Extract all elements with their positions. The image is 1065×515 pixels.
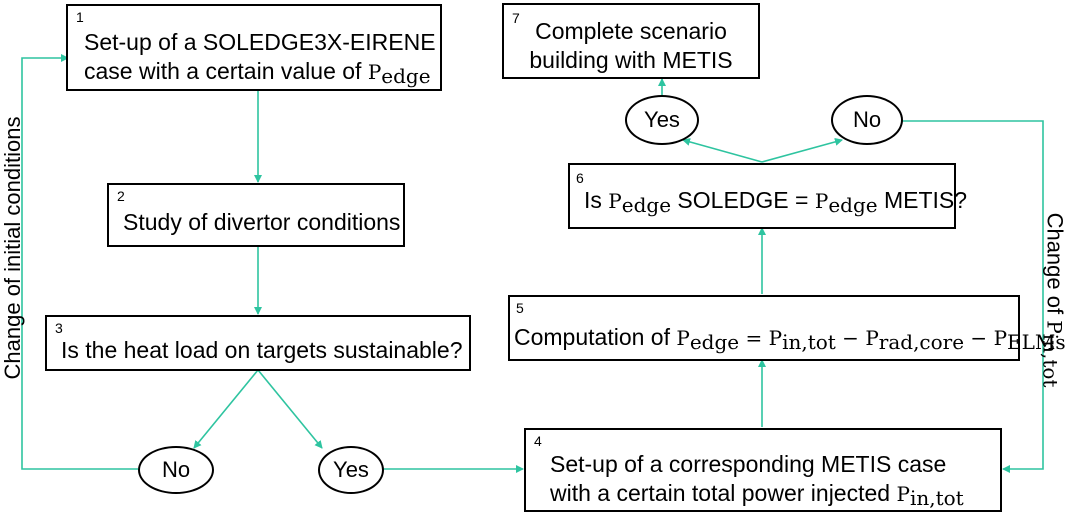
box-3-text: Is the heat load on targets sustainable? <box>61 337 463 363</box>
box-heat-load-question: 3 Is the heat load on targets sustainabl… <box>45 315 471 371</box>
equals-sign: = <box>739 326 769 350</box>
box-4-line-1: Set-up of a corresponding METIS case <box>550 451 947 477</box>
box-7-line-2: building with METIS <box>529 47 733 73</box>
loop-no-to-4 <box>901 120 1044 473</box>
box-1-line-1: Set-up of a SOLEDGE3X-EIRENE <box>84 29 436 55</box>
minus-sign: − <box>835 326 866 350</box>
step-number: 3 <box>55 320 63 336</box>
label-change-p-in-tot: Change of Pin,tot <box>1039 213 1065 388</box>
p-edge-symbol: P <box>676 326 690 350</box>
step-number: 7 <box>512 10 520 26</box>
question-prefix: Is <box>584 187 609 213</box>
decision-no-top: No <box>831 95 903 145</box>
p-rad-core-symbol: P <box>865 326 879 350</box>
box-computation-p-edge: 5 Computation of Pedge = Pin,tot − Prad,… <box>508 295 1065 361</box>
arrow-3-to-yes <box>257 369 323 449</box>
decision-no-left: No <box>138 446 214 494</box>
question-middle: SOLEDGE = <box>671 187 815 213</box>
box-4-line-2-text: with a certain total power injected <box>550 480 897 506</box>
step-number: 6 <box>576 170 584 186</box>
p-rad-core-subscript: rad,core <box>878 330 965 354</box>
p-edge-subscript: edge <box>689 330 740 354</box>
label-change-initial-conditions: Change of initial conditions <box>0 116 25 380</box>
p-edge-subscript: edge <box>828 193 878 217</box>
decision-yes-left: Yes <box>318 446 384 494</box>
box-complete-scenario: 7 Complete scenario building with METIS <box>502 3 760 79</box>
step-number: 1 <box>76 9 84 25</box>
p-edge-symbol: P <box>608 189 622 213</box>
box-2-text: Study of divertor conditions <box>123 209 401 235</box>
decision-yes-top: Yes <box>625 95 699 145</box>
box-1-line-2: case with a certain value of Pedge <box>84 57 431 91</box>
box-7-line-1: Complete scenario <box>535 18 727 44</box>
p-elms-subscript: ELMs <box>1007 330 1065 354</box>
loop-no-to-1 <box>21 54 138 470</box>
p-in-tot-symbol: P <box>768 326 783 350</box>
p-in-tot-subscript: in,tot <box>909 486 964 510</box>
step-number: 5 <box>516 300 524 316</box>
box-divertor-study: 2 Study of divertor conditions <box>107 183 405 247</box>
box-setup-metis: 4 Set-up of a corresponding METIS case w… <box>524 428 1002 512</box>
p-in-tot-subscript: in,tot <box>782 330 836 354</box>
minus-sign: − <box>964 326 994 350</box>
box-4-line-2: with a certain total power injected Pin,… <box>550 479 964 513</box>
p-elms-symbol: P <box>993 326 1008 350</box>
p-in-tot-symbol: P <box>1042 320 1065 334</box>
p-edge-subscript: edge <box>381 64 431 88</box>
computation-label: Computation of <box>514 324 677 350</box>
box-1-line-2-text: case with a certain value of <box>84 58 368 84</box>
box-6-question: Is Pedge SOLEDGE = Pedge METIS? <box>584 186 967 220</box>
arrow-3-to-no <box>193 369 259 449</box>
box-p-edge-comparison: 6 Is Pedge SOLEDGE = Pedge METIS? <box>568 163 967 229</box>
question-suffix: METIS? <box>877 187 968 213</box>
p-in-tot-subscript: in,tot <box>1038 333 1063 388</box>
step-number: 2 <box>117 188 125 204</box>
arrow-6-to-yes <box>682 138 763 163</box>
p-edge-symbol: P <box>367 60 382 84</box>
arrow-6-to-no <box>761 137 843 163</box>
box-setup-soledge: 1 Set-up of a SOLEDGE3X-EIRENE case with… <box>66 4 442 91</box>
p-edge-subscript: edge <box>621 193 672 217</box>
label-change-prefix: Change of <box>1042 212 1065 321</box>
box-5-formula: Computation of Pedge = Pin,tot − Prad,co… <box>514 323 1065 357</box>
step-number: 4 <box>534 433 542 449</box>
p-edge-symbol: P <box>814 189 829 213</box>
p-in-tot-symbol: P <box>896 482 910 506</box>
